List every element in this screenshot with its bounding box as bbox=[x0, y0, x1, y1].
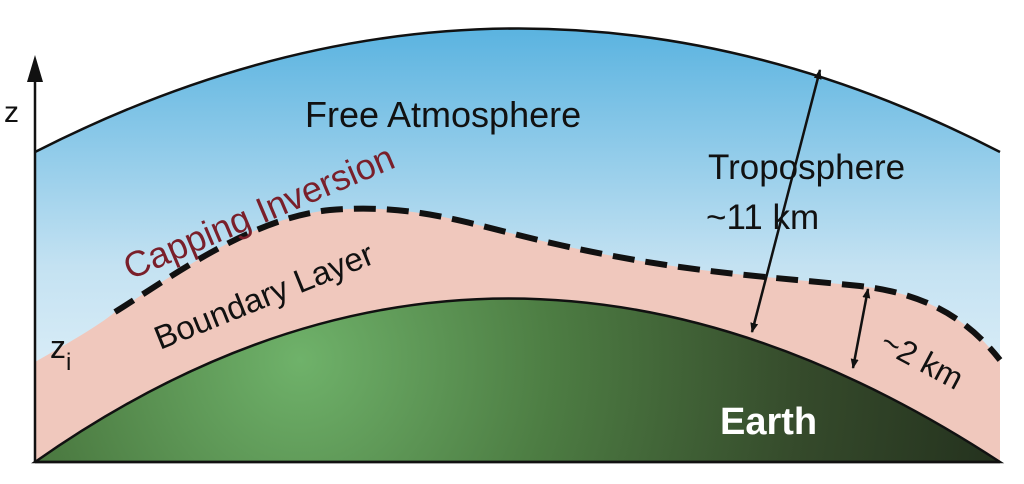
z-axis-label: z bbox=[4, 96, 19, 129]
capping-inversion-line bbox=[113, 205, 1003, 362]
troposphere-height-label: ~11 km bbox=[706, 198, 819, 237]
troposphere-top-line bbox=[34, 27, 1001, 154]
troposphere-label: Troposphere bbox=[708, 148, 905, 187]
z-axis-arrowhead bbox=[27, 55, 43, 82]
zi-label: zi bbox=[50, 329, 71, 376]
troposphere-depth-arrow bbox=[750, 69, 822, 333]
earth-label: Earth bbox=[720, 401, 817, 443]
free-atmosphere-label: Free Atmosphere bbox=[305, 94, 581, 135]
boundary-layer-depth-arrow bbox=[850, 288, 871, 369]
earth-region bbox=[31, 297, 1005, 464]
